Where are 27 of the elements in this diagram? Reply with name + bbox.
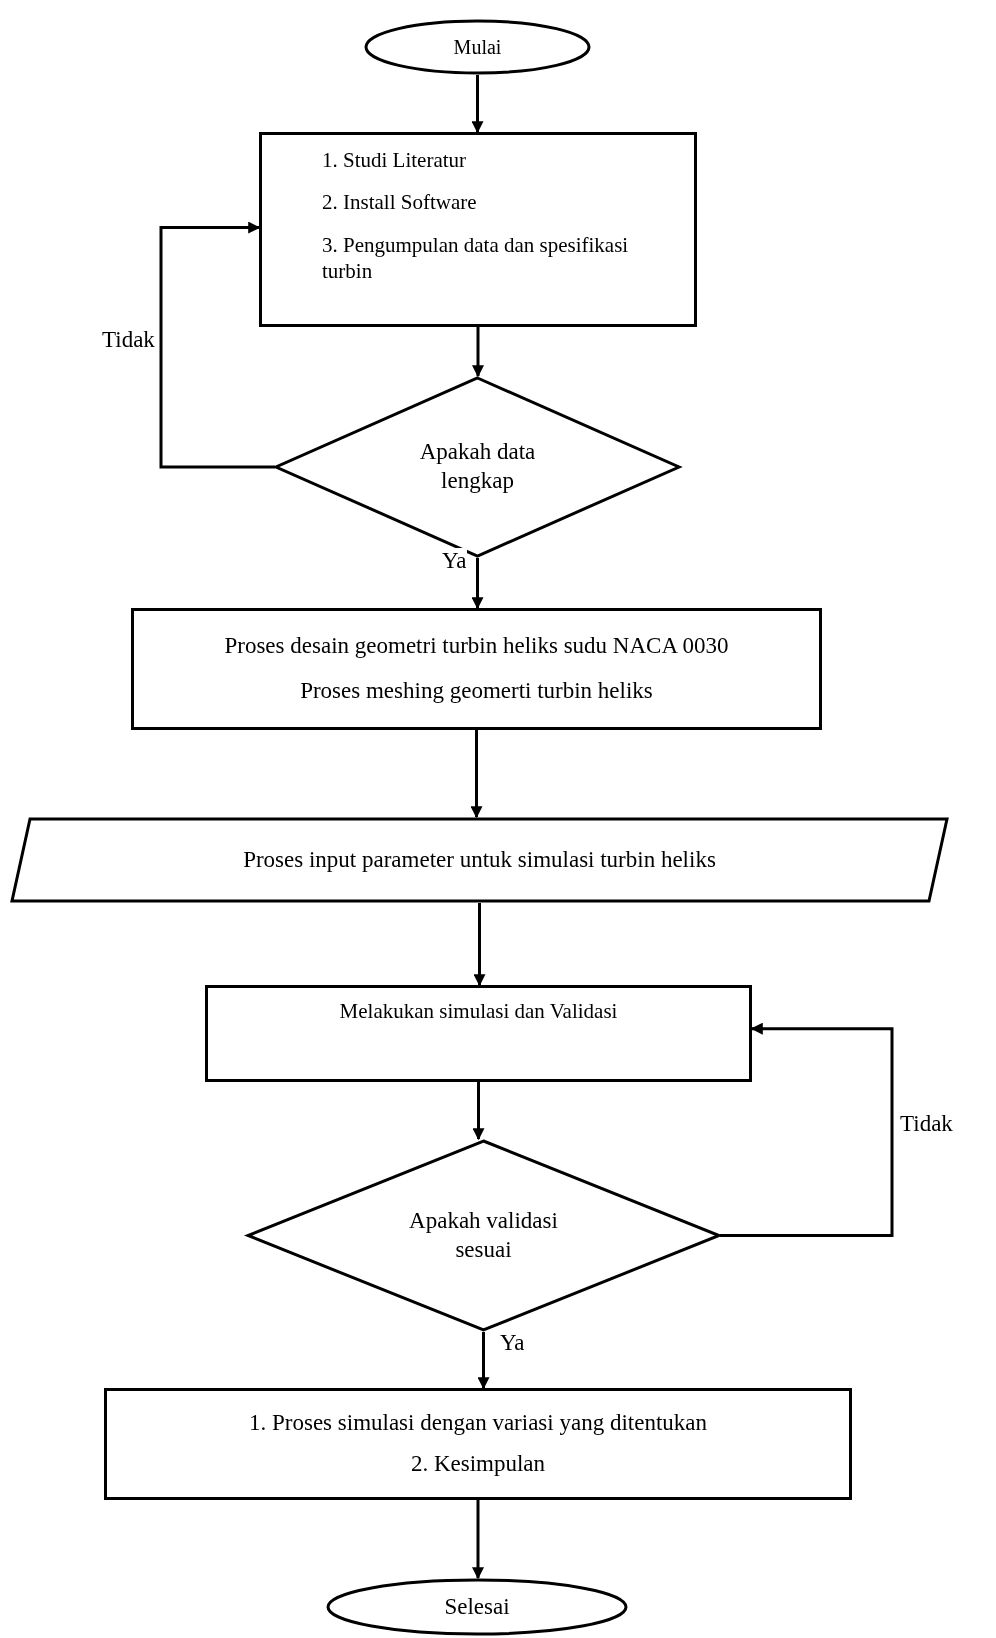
arrow — [472, 1082, 485, 1141]
arrow — [473, 903, 486, 987]
arrow — [471, 75, 484, 134]
arrow — [477, 1332, 490, 1390]
arrow — [159, 221, 275, 469]
process-box — [131, 608, 822, 730]
process-box — [259, 132, 697, 327]
node-text: Apakah data lengkap — [418, 438, 537, 495]
process-box — [104, 1388, 852, 1500]
node-text: Proses desain geometri turbin heliks sudu NACA 0030 — [224, 632, 729, 661]
node-text: 2. Install Software — [322, 189, 478, 216]
node-text: Selesai — [444, 1592, 510, 1621]
node-text: 2. Kesimpulan — [410, 1450, 546, 1478]
node-text: Apakah validasi sesuai — [408, 1206, 559, 1264]
node-text: 1. Studi Literatur — [322, 147, 468, 174]
node-text: Melakukan simulasi dan Validasi — [339, 998, 618, 1025]
process-box — [205, 985, 752, 1082]
arrow — [720, 1022, 894, 1237]
node-text: Mulai — [453, 34, 502, 60]
node-text: 3. Pengumpulan data dan spesifikasi turbin — [322, 231, 630, 284]
arrow — [470, 730, 483, 819]
arrow — [472, 327, 484, 378]
node-text: Proses meshing geomerti turbin heliks — [300, 677, 653, 705]
node-text: 1. Proses simulasi dengan variasi yang ditentukan — [249, 1409, 707, 1438]
arrow — [472, 1500, 484, 1580]
node-text: Proses input parameter untuk simulasi turbin heliks — [243, 845, 716, 874]
arrow — [471, 558, 484, 610]
